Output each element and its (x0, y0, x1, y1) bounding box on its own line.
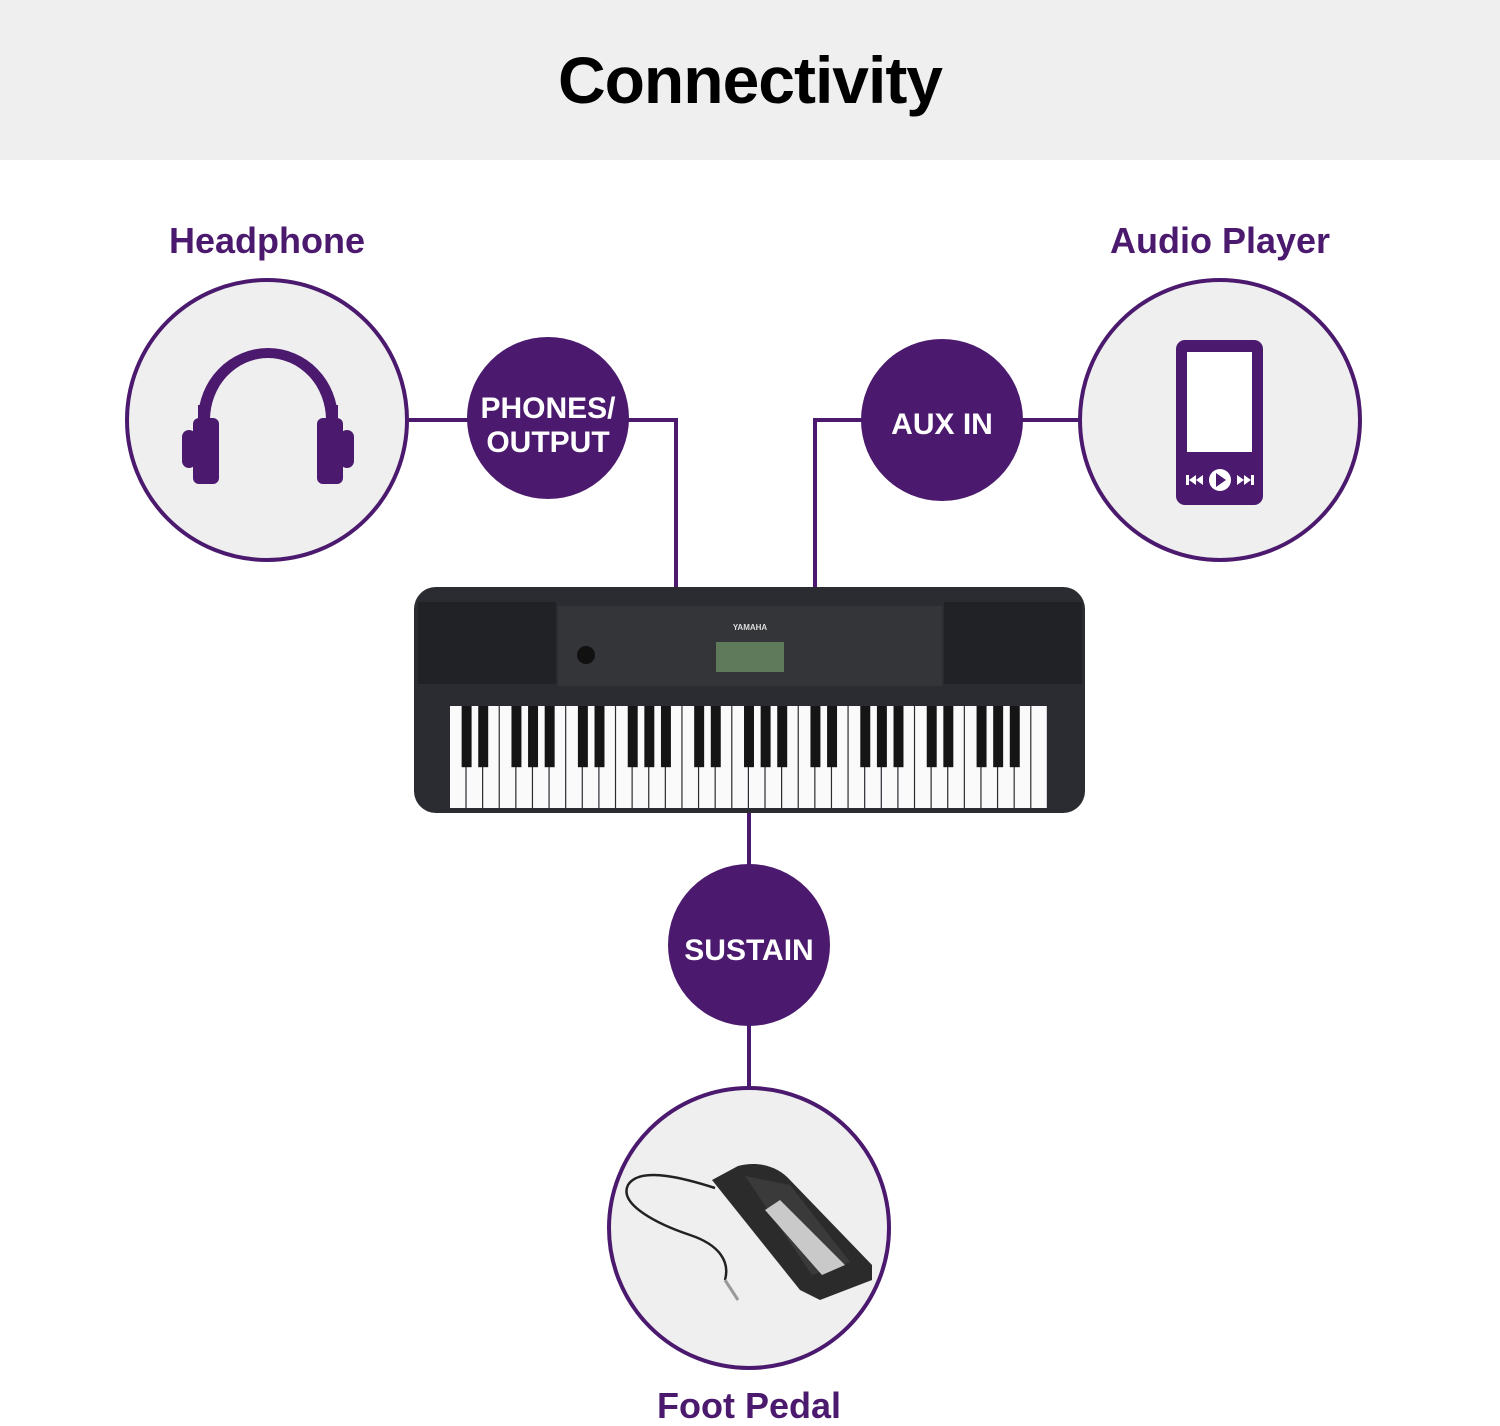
foot-pedal-circle (607, 1086, 891, 1370)
headphones-icon (182, 348, 354, 484)
aux-in-port (861, 339, 1023, 501)
black-key (461, 706, 472, 768)
black-key (926, 706, 937, 768)
keyboard-image: YAMAHA (414, 587, 1085, 813)
black-key (710, 706, 721, 768)
black-key (744, 706, 754, 768)
page-title: Connectivity (557, 43, 943, 117)
white-key (566, 706, 582, 808)
black-key (976, 706, 987, 768)
phones-output-port (467, 337, 629, 499)
brand-logo: YAMAHA (733, 623, 768, 632)
black-key (943, 706, 954, 768)
black-key (860, 706, 871, 768)
connector-lines (409, 418, 1080, 1088)
white-key (450, 706, 466, 808)
black-key (1009, 706, 1020, 768)
foot-pedal-label: Foot Pedal (657, 1385, 841, 1426)
sustain-pedal-image (625, 1163, 872, 1301)
white-key (682, 706, 698, 808)
black-key (827, 706, 838, 768)
black-key (544, 706, 555, 768)
phones-label-line1: PHONES/ (480, 392, 616, 425)
media-player-icon (1176, 340, 1263, 505)
black-key (594, 706, 605, 768)
right-speaker-grille (944, 602, 1082, 684)
white-key (1031, 706, 1047, 808)
black-key (644, 706, 655, 768)
keybed (450, 706, 1047, 808)
black-key (993, 706, 1004, 768)
phones-label-line2: OUTPUT (486, 426, 609, 459)
white-key (848, 706, 865, 808)
black-key (810, 706, 821, 768)
black-key (760, 706, 771, 768)
aux-in-label: AUX IN (891, 408, 993, 441)
black-key (627, 706, 638, 768)
sustain-label: SUSTAIN (684, 934, 813, 967)
left-speaker-grille (418, 602, 556, 684)
black-key (660, 706, 671, 768)
line-aux-keyboard (813, 418, 862, 588)
audio-player-label: Audio Player (1110, 220, 1330, 261)
line-phones-keyboard (628, 418, 678, 588)
volume-knob (577, 646, 595, 664)
header-band: Connectivity (0, 0, 1500, 160)
black-key (876, 706, 887, 768)
white-key (964, 706, 981, 808)
black-key (777, 706, 788, 768)
white-key (616, 706, 632, 808)
white-key (499, 706, 516, 808)
sustain-port (668, 864, 830, 1026)
white-key (732, 706, 748, 808)
headphone-label: Headphone (169, 220, 365, 261)
black-key (528, 706, 539, 768)
lcd-display (716, 642, 784, 672)
headphone-circle (125, 278, 409, 562)
black-key (893, 706, 904, 768)
black-key (577, 706, 588, 768)
black-key (511, 706, 522, 768)
white-key (798, 706, 815, 808)
black-key (478, 706, 489, 768)
black-key (694, 706, 705, 768)
white-key (915, 706, 931, 808)
